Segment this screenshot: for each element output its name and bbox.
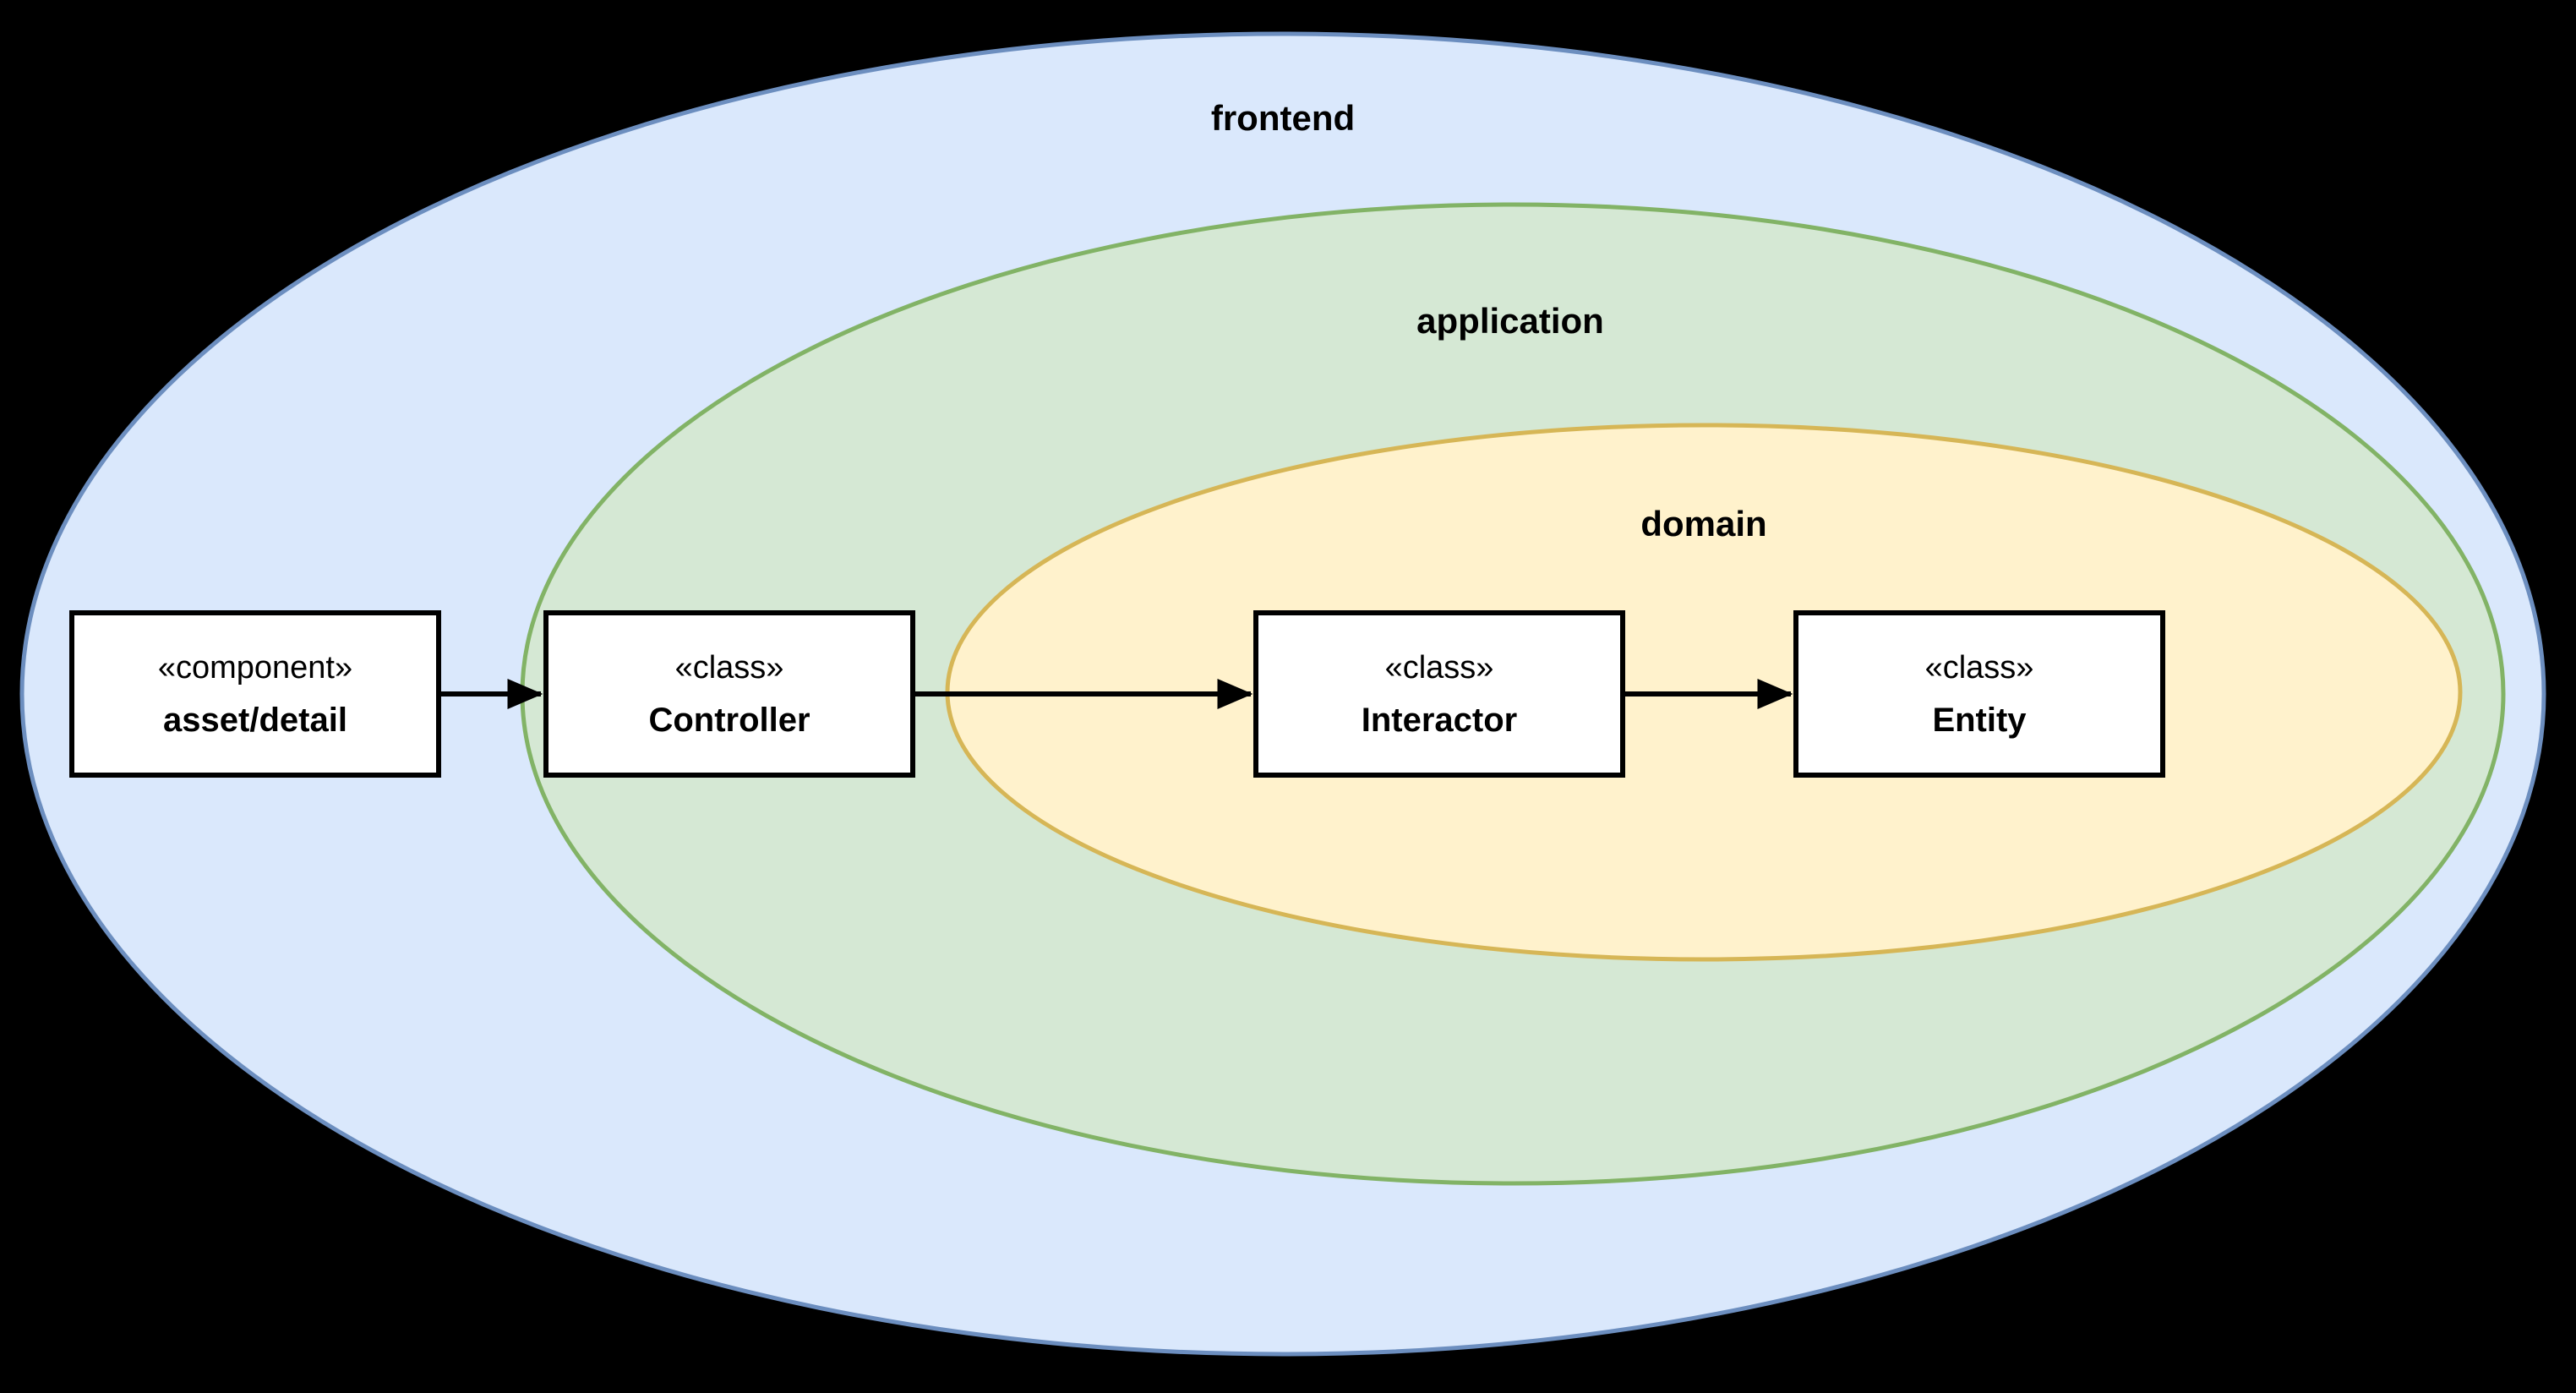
node-name: Entity bbox=[1932, 702, 2027, 739]
node-name: Interactor bbox=[1361, 702, 1518, 739]
node-stereotype: «class» bbox=[1924, 650, 2034, 686]
node-name: Controller bbox=[648, 702, 810, 739]
node-interactor: «class» Interactor bbox=[1253, 610, 1625, 778]
application-layer-label: application bbox=[1416, 301, 1604, 341]
node-entity: «class» Entity bbox=[1793, 610, 2165, 778]
node-stereotype: «class» bbox=[1384, 650, 1494, 686]
node-stereotype: «class» bbox=[674, 650, 784, 686]
node-controller: «class» Controller bbox=[543, 610, 915, 778]
node-stereotype: «component» bbox=[157, 650, 353, 686]
node-asset-detail: «component» asset/detail bbox=[69, 610, 441, 778]
domain-layer-label: domain bbox=[1640, 504, 1767, 544]
frontend-layer-label: frontend bbox=[1210, 98, 1356, 138]
node-name: asset/detail bbox=[163, 702, 347, 739]
